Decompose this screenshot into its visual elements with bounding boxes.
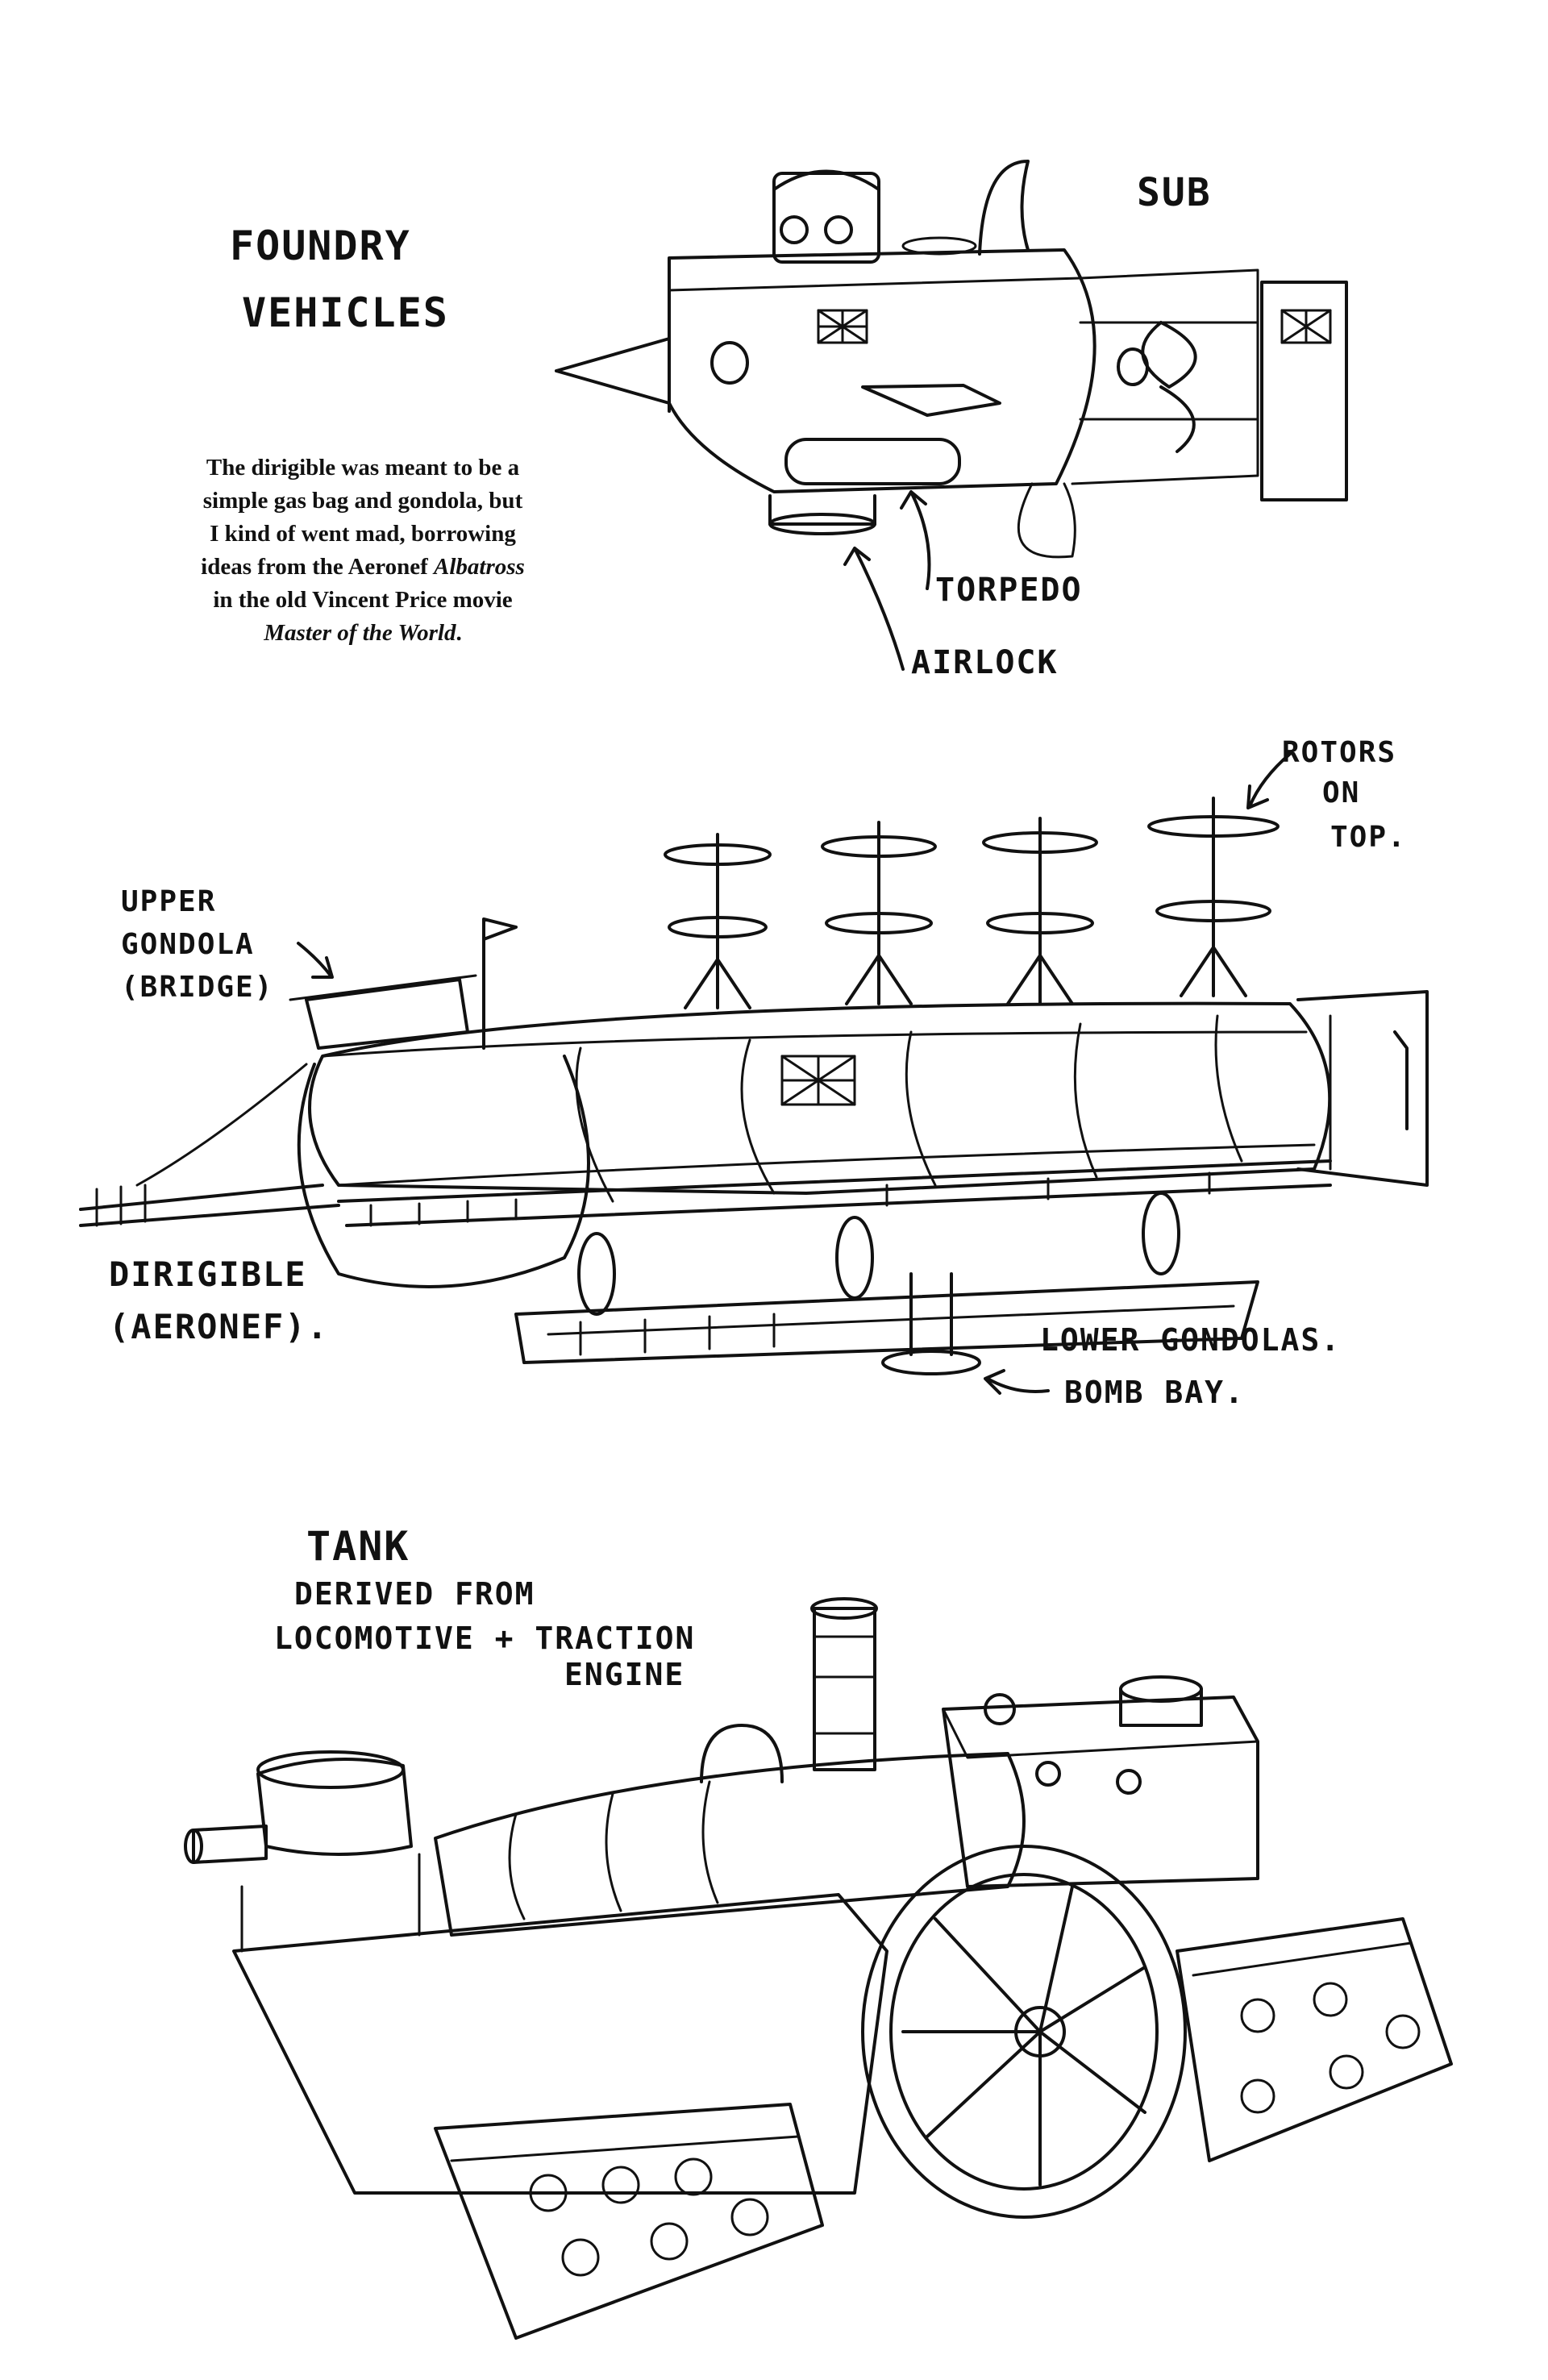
caption-line-4-prefix: ideas from the Aeronef — [201, 554, 435, 580]
label-upper-gondola-1: UPPER — [121, 885, 216, 918]
label-upper-gondola-3: (BRIDGE) — [121, 971, 273, 1004]
label-tank-2: DERIVED FROM — [294, 1576, 535, 1612]
label-lower-gondolas: LOWER GONDOLAS. — [1040, 1322, 1341, 1358]
caption-line-6-suffix: . — [456, 620, 462, 646]
tank-sketch — [184, 1597, 1453, 2340]
label-rotors-1: ROTORS — [1282, 736, 1396, 769]
caption-line-2: simple gas bag and gondola, but — [202, 488, 523, 514]
caption-line-1: The dirigible was meant to be a — [206, 455, 520, 481]
label-tank-3: LOCOMOTIVE + TRACTION — [274, 1621, 695, 1656]
caption-line-6-italic: Master of the World — [264, 620, 456, 646]
airlock-arrow — [843, 547, 905, 671]
label-airlock: AIRLOCK — [911, 644, 1059, 681]
dirigible-sketch — [79, 797, 1429, 1375]
label-bomb-bay: BOMB BAY. — [1064, 1375, 1245, 1410]
bomb-bay-arrow — [984, 1369, 1050, 1395]
rotor-group — [664, 797, 1280, 1009]
caption-line-6: Master of the World. — [121, 617, 605, 650]
title-line-1: FOUNDRY — [230, 223, 411, 269]
caption-text: The dirigible was meant to be a simple g… — [121, 451, 605, 650]
caption-line-4-italic: Albatross — [434, 554, 525, 580]
label-tank-1: TANK — [306, 1523, 410, 1570]
label-torpedo: TORPEDO — [935, 572, 1083, 609]
label-dirigible-2: (AERONEF). — [109, 1307, 329, 1346]
label-rotors-2: ON — [1322, 776, 1360, 809]
label-tank-4: ENGINE — [564, 1657, 685, 1692]
caption-line-4: ideas from the Aeronef Albatross — [121, 551, 605, 584]
label-sub: SUB — [1137, 170, 1212, 215]
upper-gondola-arrow — [297, 942, 334, 979]
label-upper-gondola-2: GONDOLA — [121, 928, 255, 961]
caption-line-3: I kind of went mad, borrowing — [210, 521, 516, 547]
caption-line-5: in the old Vincent Price movie — [213, 587, 513, 613]
torpedo-arrow — [900, 490, 931, 590]
label-rotors-3: TOP. — [1330, 821, 1407, 854]
rotors-arrow — [1246, 752, 1292, 809]
title-line-2: VEHICLES — [242, 289, 449, 336]
label-dirigible-1: DIRIGIBLE — [109, 1254, 307, 1294]
submarine-sketch — [555, 160, 1348, 559]
